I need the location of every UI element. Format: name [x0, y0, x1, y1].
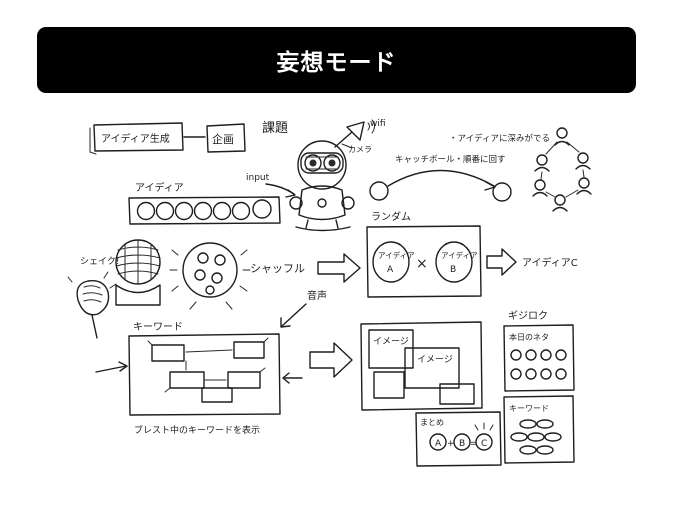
- input-arrow: [265, 183, 295, 195]
- input-label: input: [246, 173, 270, 183]
- keyword-to-image-arrow: [309, 342, 353, 378]
- summary-a: A: [435, 439, 442, 449]
- topic-label: 課題: [262, 120, 288, 136]
- catchball-diagram: [369, 169, 512, 202]
- summary-c: C: [481, 439, 487, 449]
- keyword-input-arrow: [95, 365, 127, 373]
- image-board: [360, 321, 483, 411]
- catchball-note: ・アイディアに深みがでる: [449, 133, 550, 144]
- result-arrow: [486, 248, 517, 276]
- page-title: 妄想モード: [276, 50, 397, 76]
- idea-b-label: アイディア: [441, 250, 478, 260]
- idea-generation-label: アイディア生成: [101, 132, 170, 145]
- keyword-label: キーワード: [133, 322, 183, 333]
- idea-circles-box: [128, 196, 281, 225]
- people-network-icon: [532, 127, 592, 212]
- shuffle-arrow: [317, 253, 361, 283]
- idea-b-letter: B: [450, 265, 456, 275]
- title-bar: 妄想モード: [37, 27, 636, 93]
- idea-row-label: アイディア: [135, 181, 184, 194]
- summary-label: まとめ: [420, 418, 444, 427]
- wifi-label: wifi: [370, 119, 386, 129]
- idea-a-letter: A: [387, 265, 394, 275]
- catchball-label: キャッチボール・順番に回す: [395, 154, 506, 165]
- summary-box: [415, 411, 502, 467]
- keyword-box: [128, 333, 281, 416]
- log-keyword-label: キーワード: [509, 404, 549, 413]
- log-label: ギジロク: [508, 310, 548, 322]
- plan-box: 企画: [206, 123, 246, 153]
- voice-label: 音声: [307, 289, 327, 302]
- robot-illustration: [289, 119, 375, 232]
- voice-arrow: [281, 303, 307, 327]
- image-label-2: イメージ: [417, 355, 453, 365]
- idea-c-label: アイディアC: [522, 256, 578, 269]
- summary-equals: =: [470, 439, 478, 449]
- brain-illustration: [115, 239, 161, 306]
- log-keyword-box: [503, 395, 575, 464]
- idea-a-label: アイディア: [378, 250, 415, 260]
- summary-b: B: [459, 439, 465, 449]
- image-label-1: イメージ: [373, 337, 409, 347]
- shake-label: シェイク!: [80, 256, 119, 267]
- idea-generation-box: アイディア生成: [89, 122, 184, 155]
- random-box: [366, 225, 482, 298]
- shuffle-circle: [169, 242, 251, 310]
- times-symbol: ×: [416, 256, 428, 272]
- random-label: ランダム: [371, 210, 411, 223]
- brainstorm-display-label: ブレスト中のキーワードを表示: [134, 424, 260, 436]
- today-net-label: 本日のネタ: [509, 332, 549, 342]
- summary-plus: +: [447, 439, 455, 449]
- plan-label: 企画: [212, 132, 234, 146]
- hand-illustration: [67, 271, 117, 339]
- camera-label: カメラ: [348, 145, 372, 154]
- shuffle-label: シャッフル: [250, 262, 305, 275]
- today-net-box: [503, 324, 575, 392]
